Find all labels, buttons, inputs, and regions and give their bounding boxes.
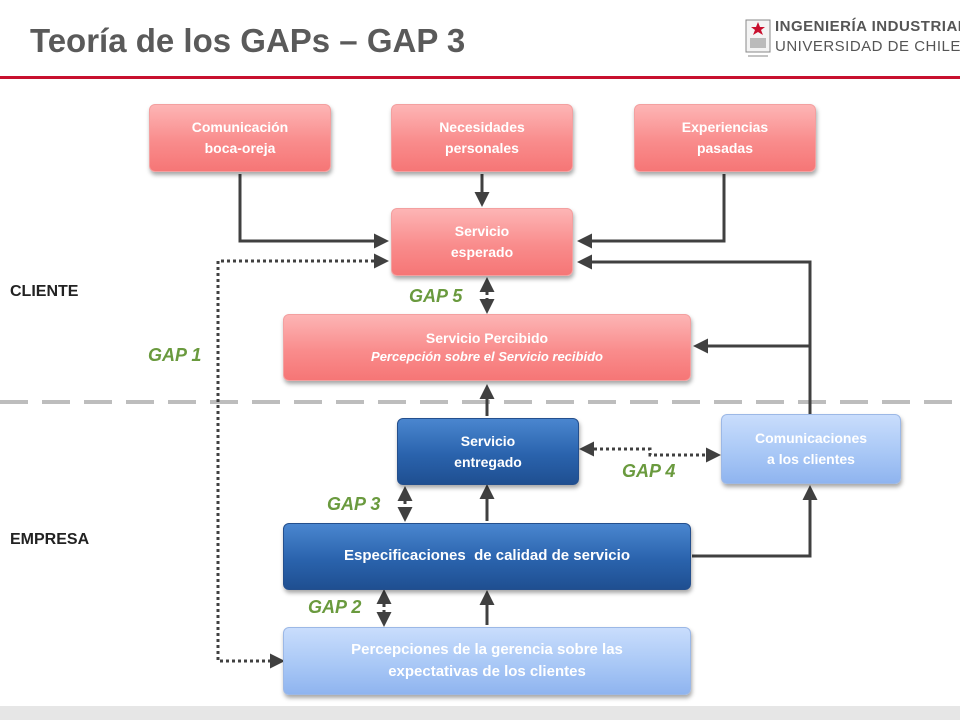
label-cliente: CLIENTE [10, 283, 79, 300]
box-line-1: Necesidades [439, 119, 525, 135]
gap-label-2: GAP 2 [308, 597, 362, 617]
box-line-1: Servicio Percibido [425, 330, 549, 347]
page-title: Teoría de los GAPs – GAP 3 [30, 22, 466, 59]
box-line-2: a los clientes [767, 451, 855, 467]
box-line-1: Percepciones de la gerencia sobre las [351, 640, 623, 658]
box-line-1: Especificaciones de calidad de servicio [344, 547, 630, 565]
box-line-2: expectativas de los clientes [388, 663, 586, 680]
box-line-2: Percepción sobre el Servicio recibido [371, 349, 603, 365]
label-empresa: EMPRESA [10, 531, 90, 548]
box-line-2: esperado [450, 244, 514, 260]
box-line-1: Servicio [454, 223, 510, 239]
box-especificaciones: Especificaciones de calidad de servicio [283, 523, 691, 590]
footer-bar [0, 706, 960, 720]
box-line-1: Experiencias [681, 119, 769, 135]
logo-line-2: UNIVERSIDAD DE CHILE [775, 38, 960, 55]
header-divider [0, 76, 960, 79]
logo-line-1: INGENIERÍA INDUSTRIAL [775, 18, 960, 35]
arrow-boca-to-esperado [238, 174, 389, 249]
box-line-2: personales [445, 140, 519, 156]
box-necesidades-personales: Necesidades personales [391, 104, 573, 172]
box-line-2: entregado [454, 453, 522, 470]
seal-icon [745, 19, 771, 57]
gap-label-1: GAP 1 [148, 345, 202, 365]
box-experiencias-pasadas: Experiencias pasadas [634, 104, 816, 172]
gap4-connector [579, 441, 721, 463]
gap1-connector [216, 253, 389, 669]
arrow-especificaciones-to-comunicaciones [692, 485, 818, 558]
box-line-2: boca-oreja [204, 140, 276, 156]
gap-label-5: GAP 5 [409, 286, 463, 306]
box-servicio-entregado: Servicio entregado [397, 418, 579, 485]
box-line-1: Servicio [460, 432, 516, 449]
box-comunicacion-boca-oreja: Comunicación boca-oreja [149, 104, 331, 172]
box-servicio-percibido: Servicio Percibido Percepción sobre el S… [283, 314, 691, 381]
gap-label-4: GAP 4 [622, 461, 676, 481]
box-line-1: Comunicación [191, 119, 289, 135]
box-line-2: pasadas [696, 140, 754, 156]
arrow-comunicaciones-to-esperado [577, 254, 812, 414]
box-percepciones-gerencia: Percepciones de la gerencia sobre las ex… [283, 627, 691, 695]
gap-label-3: GAP 3 [327, 494, 381, 514]
box-line-1: Comunicaciones [754, 430, 868, 446]
box-servicio-esperado: Servicio esperado [391, 208, 573, 276]
arrow-experiencias-to-esperado [577, 174, 726, 249]
box-comunicaciones-clientes: Comunicaciones a los clientes [721, 414, 901, 484]
